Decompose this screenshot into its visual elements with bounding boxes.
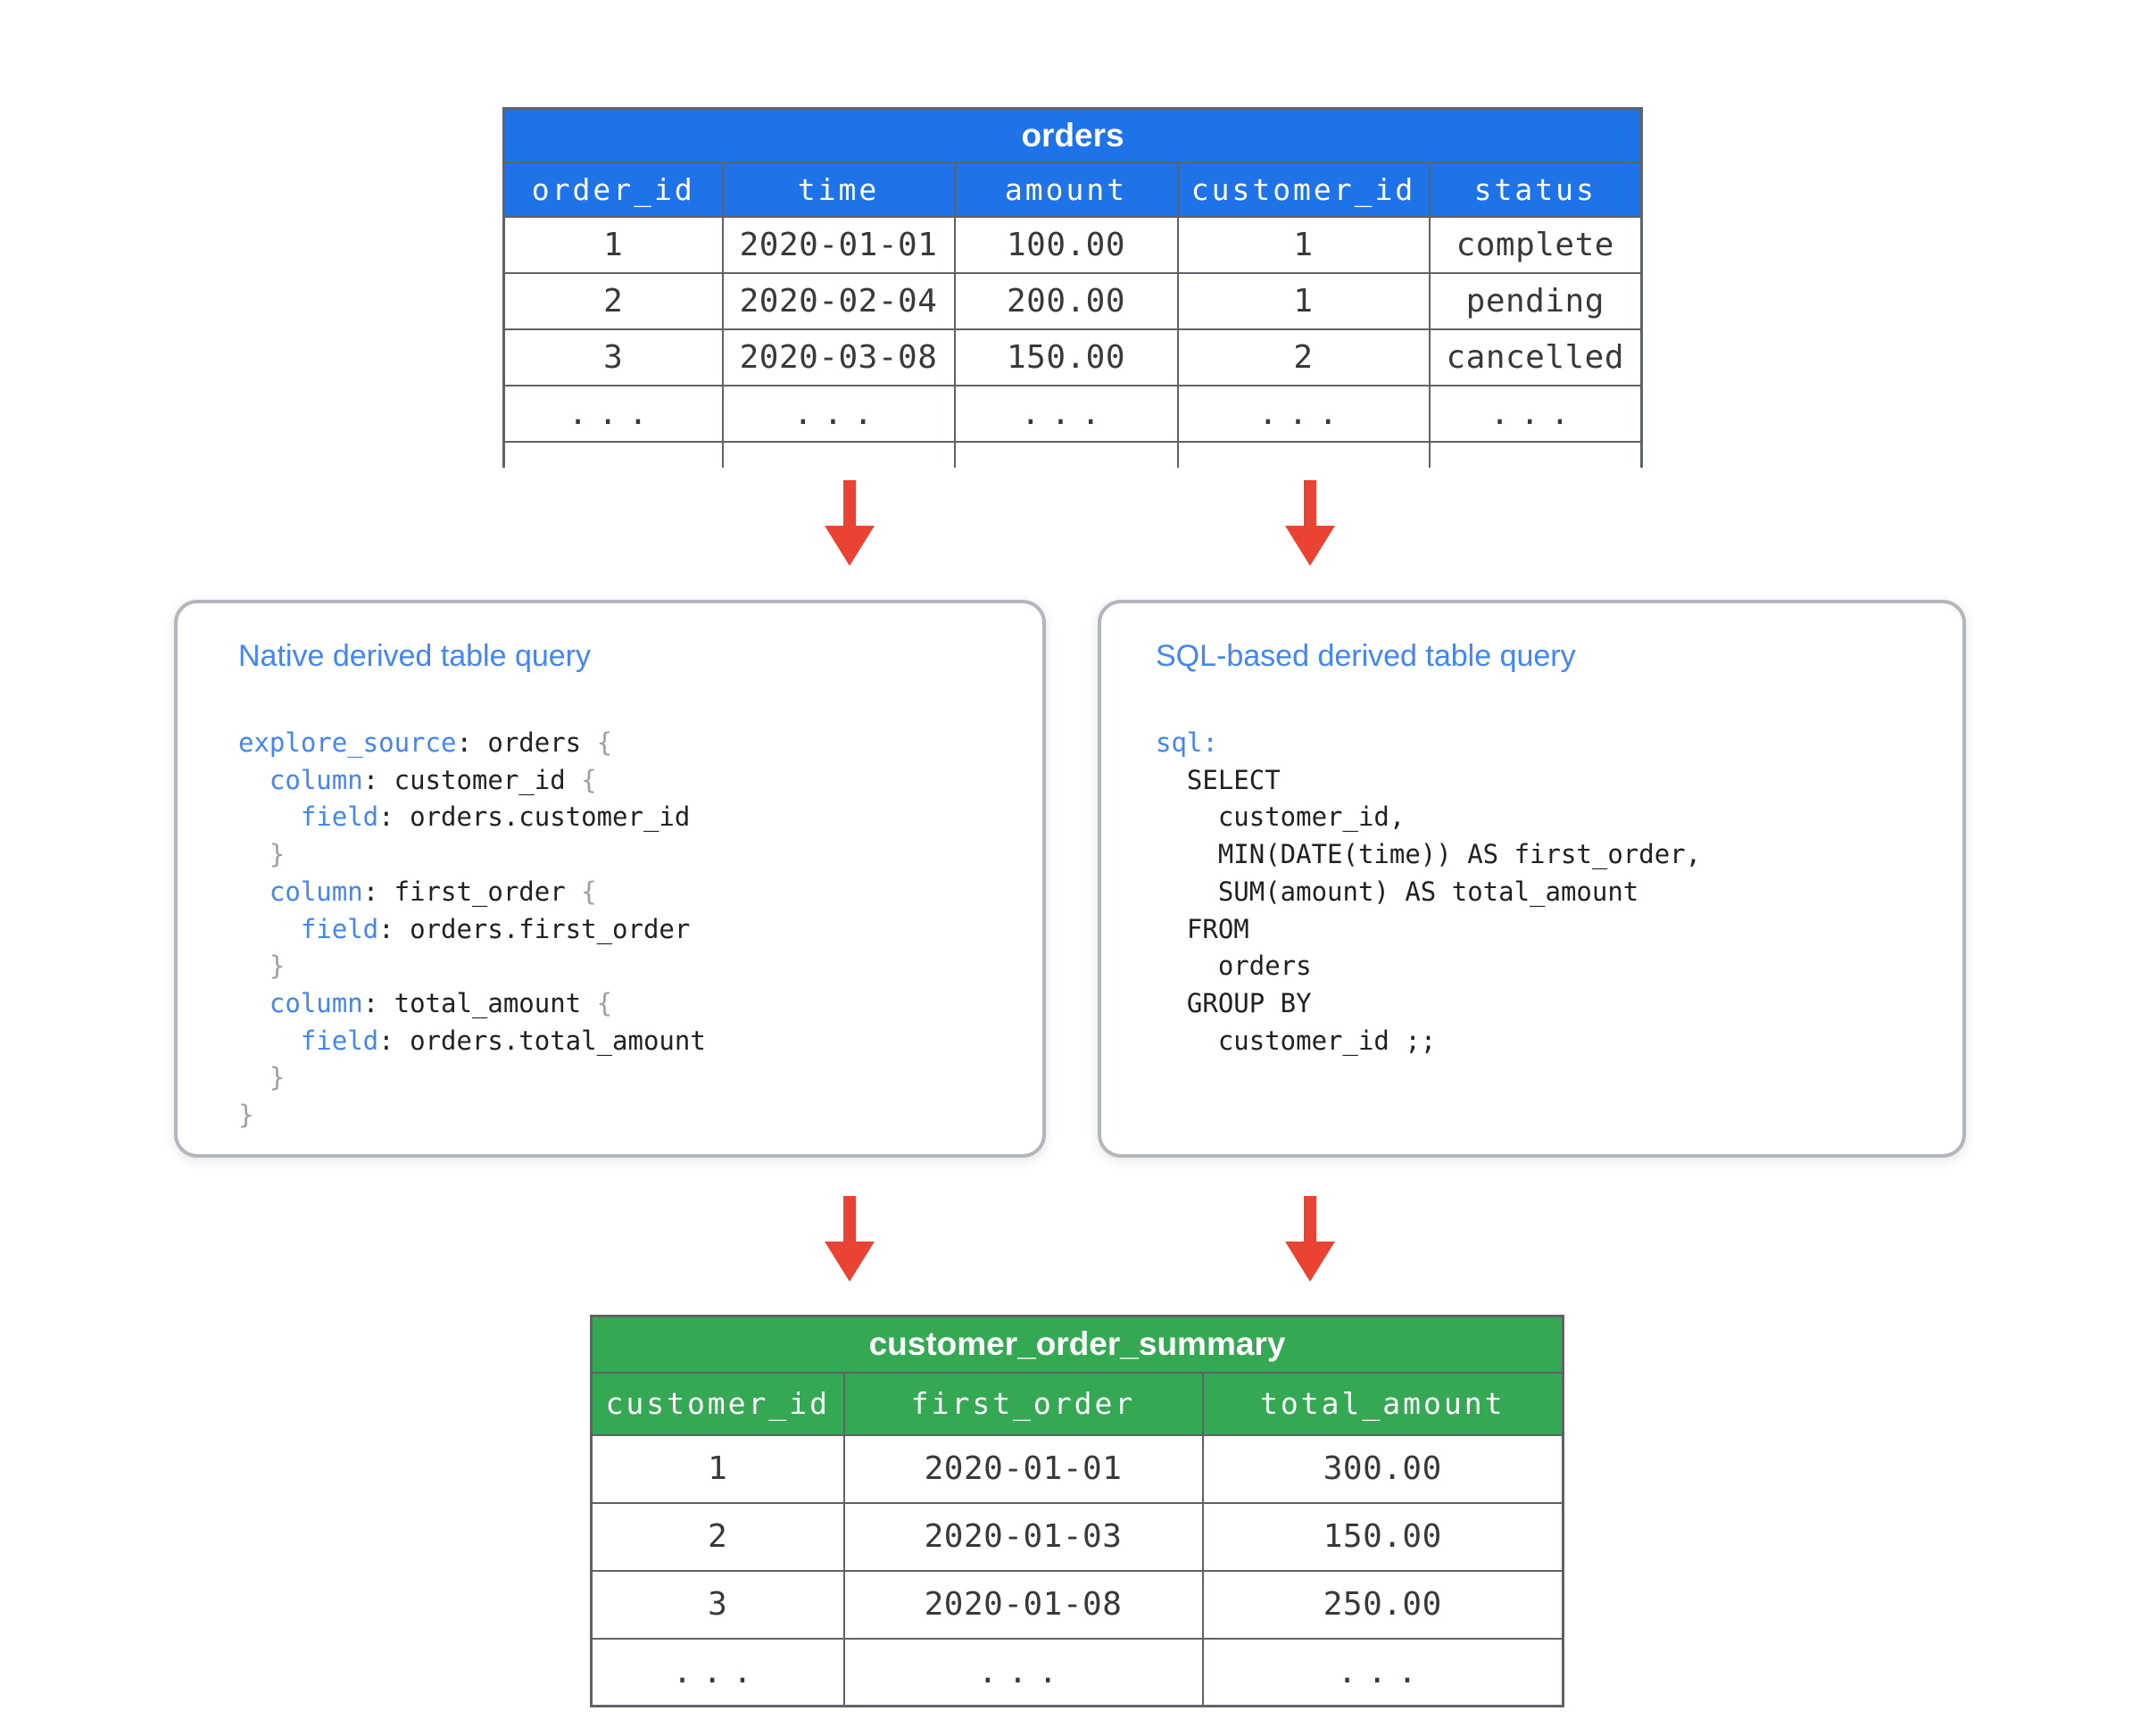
down-arrow-icon [1285, 1196, 1335, 1282]
table-cell: 2 [1176, 328, 1431, 386]
table-cell: 200.00 [953, 271, 1179, 330]
table-cell: 2 [502, 271, 724, 330]
code-line: field: orders.first_order [300, 913, 691, 944]
orders-table: orders order_id time amount customer_id … [502, 107, 1644, 468]
table-row: ............... [502, 384, 1643, 443]
down-arrow-icon [825, 1196, 875, 1282]
sql-derived-table-query-box: SQL-based derived table query sql: SELEC… [1098, 600, 1966, 1158]
code-line: orders [1156, 951, 1312, 982]
code-line: FROM [1156, 913, 1249, 944]
box-title: Native derived table query [238, 639, 592, 673]
table-cell: ... [1176, 384, 1431, 443]
code-line: field: orders.total_amount [300, 1025, 706, 1056]
code-line: } [238, 1062, 286, 1093]
code-line: GROUP BY [1156, 987, 1312, 1018]
table-cell: ... [590, 1637, 845, 1707]
table-cell: ... [953, 384, 1179, 443]
table-cell: ... [721, 384, 956, 443]
table-cell: complete [1428, 215, 1643, 274]
column-header-status: status [1428, 161, 1643, 218]
table-cell: 2020-01-08 [842, 1569, 1204, 1640]
arrow-shaft [843, 480, 856, 526]
orders-table-title: orders [502, 107, 1643, 163]
table-cell: 1 [590, 1433, 845, 1504]
arrow-head [1285, 1242, 1335, 1282]
code-line: } [238, 839, 286, 870]
code-block: explore_source: orders { column: custome… [238, 725, 1016, 1134]
table-cell: ... [842, 1637, 1204, 1707]
code-line: SELECT [1156, 764, 1281, 795]
arrow-shaft [843, 1196, 856, 1242]
table-cell: 150.00 [1201, 1501, 1564, 1572]
table-cell: ... [1201, 1637, 1564, 1707]
arrow-head [825, 526, 875, 566]
code-line: column: total_amount { [269, 987, 613, 1018]
table-cell: 250.00 [1201, 1569, 1564, 1640]
arrow-head [825, 1242, 875, 1282]
column-header-customer-id: customer_id [1176, 161, 1431, 218]
table-cell: 2020-03-08 [721, 328, 956, 386]
code-line: customer_id ;; [1156, 1025, 1437, 1056]
table-cell: 1 [1176, 271, 1431, 330]
table-cell: ... [1428, 384, 1643, 443]
table-cell: 3 [502, 328, 724, 386]
table-cell: 2020-01-03 [842, 1501, 1204, 1572]
table-cell: ... [502, 384, 724, 443]
summary-table-header-row: customer_id first_order total_amount [590, 1371, 1564, 1436]
orders-table-header-row: order_id time amount customer_id status [502, 161, 1643, 218]
column-header-customer-id: customer_id [590, 1371, 845, 1436]
code-line: customer_id, [1156, 802, 1406, 833]
box-title: SQL-based derived table query [1156, 639, 1576, 673]
table-cell: 1 [1176, 215, 1431, 274]
column-header-total-amount: total_amount [1201, 1371, 1564, 1436]
code-line: sql: [1156, 727, 1218, 758]
arrow-shaft [1304, 480, 1316, 526]
table-cell: cancelled [1428, 328, 1643, 386]
table-cell: 2020-01-01 [842, 1433, 1204, 1504]
customer-order-summary-table: customer_order_summary customer_id first… [590, 1315, 1564, 1707]
table-cell: 100.00 [953, 215, 1179, 274]
table-cell: 2020-02-04 [721, 271, 956, 330]
table-cell: pending [1428, 271, 1643, 330]
code-line: } [238, 1100, 254, 1131]
native-derived-table-query-box: Native derived table query explore_sourc… [174, 600, 1046, 1158]
summary-table-title: customer_order_summary [590, 1315, 1564, 1374]
code-line: SUM(amount) AS total_amount [1156, 876, 1639, 907]
table-cell: 1 [502, 215, 724, 274]
code-block: sql: SELECT customer_id, MIN(DATE(time))… [1156, 725, 1936, 1059]
column-header-time: time [721, 161, 956, 218]
code-line: field: orders.customer_id [300, 802, 691, 833]
code-line: explore_source: orders { [238, 727, 613, 758]
arrow-head [1285, 526, 1335, 566]
code-line: } [238, 951, 286, 982]
column-header-first-order: first_order [842, 1371, 1204, 1436]
code-line: column: first_order { [269, 876, 597, 907]
code-line: column: customer_id { [269, 764, 597, 795]
orders-table-cutoff-row [502, 440, 1643, 468]
table-cell: 3 [590, 1569, 845, 1640]
table-cell: 300.00 [1201, 1433, 1564, 1504]
table-cell: 2020-01-01 [721, 215, 956, 274]
summary-table-title-row: customer_order_summary [590, 1315, 1564, 1374]
code-line: MIN(DATE(time)) AS first_order, [1156, 839, 1702, 870]
arrow-shaft [1304, 1196, 1316, 1242]
down-arrow-icon [1285, 480, 1335, 566]
orders-table-title-row: orders [502, 107, 1643, 163]
column-header-order-id: order_id [502, 161, 724, 218]
column-header-amount: amount [953, 161, 1179, 218]
table-cell: 2 [590, 1501, 845, 1572]
down-arrow-icon [825, 480, 875, 566]
table-row: ......... [590, 1637, 1564, 1707]
table-cell: 150.00 [953, 328, 1179, 386]
